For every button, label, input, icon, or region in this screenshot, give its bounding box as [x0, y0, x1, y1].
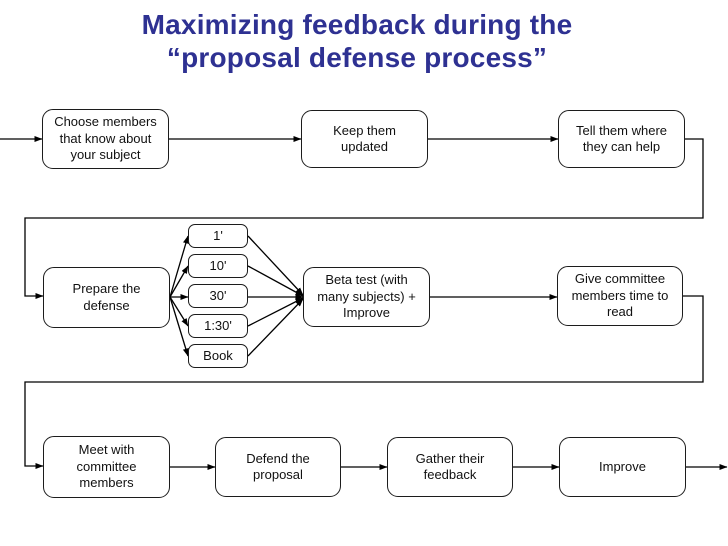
node-defend-proposal: Defend the proposal: [215, 437, 341, 497]
node-gather-feedback: Gather their feedback: [387, 437, 513, 497]
node-duration-1h30: 1:30': [188, 314, 248, 338]
node-duration-30min: 30': [188, 284, 248, 308]
slide-title: Maximizing feedback during the “proposal…: [0, 8, 714, 74]
node-duration-book: Book: [188, 344, 248, 368]
node-meet-committee: Meet with committee members: [43, 436, 170, 498]
node-duration-1min: 1': [188, 224, 248, 248]
slide-title-line2: “proposal defense process”: [166, 42, 548, 73]
slide-title-line1: Maximizing feedback during the: [141, 9, 573, 40]
node-improve: Improve: [559, 437, 686, 497]
node-beta-test: Beta test (with many subjects) + Improve: [303, 267, 430, 327]
node-prepare-defense: Prepare the defense: [43, 267, 170, 328]
node-give-time: Give committee members time to read: [557, 266, 683, 326]
node-choose-members: Choose members that know about your subj…: [42, 109, 169, 169]
node-duration-10min: 10': [188, 254, 248, 278]
node-keep-updated: Keep them updated: [301, 110, 428, 168]
node-tell-where: Tell them where they can help: [558, 110, 685, 168]
